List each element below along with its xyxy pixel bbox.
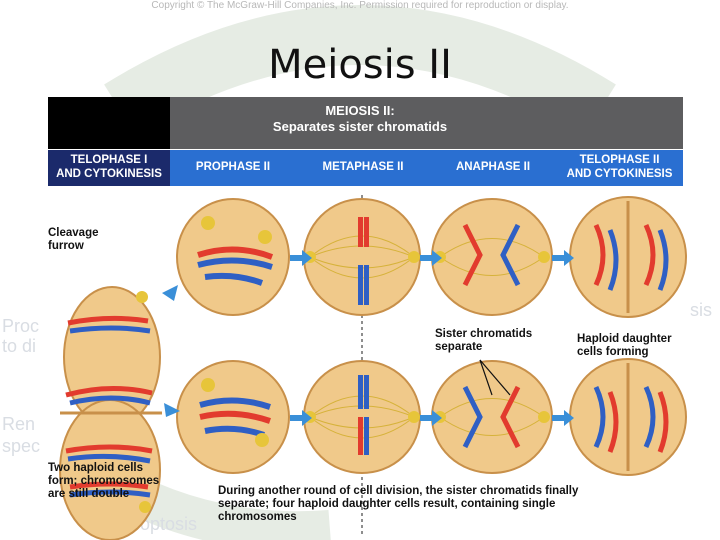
telophase-1-cells	[59, 286, 162, 540]
phase-telophase-1: TELOPHASE I AND CYTOKINESIS	[48, 153, 170, 181]
label-cleavage-furrow: Cleavage furrow	[48, 227, 99, 253]
phase-metaphase-2: METAPHASE II	[322, 161, 404, 173]
metaphase-2-cells	[303, 198, 421, 474]
bg-fragment-spec: spec	[2, 436, 41, 456]
phase-telophase-1-line1: TELOPHASE I	[70, 154, 148, 166]
label-bottom-line2: separate; four haploid daughter cells re…	[218, 498, 556, 510]
header-gray-block	[170, 97, 683, 149]
phase-telophase-1-line2: AND CYTOKINESIS	[56, 168, 162, 180]
label-cleavage-line1: Cleavage	[48, 227, 99, 239]
label-two-cells-line2: form; chromosomes	[48, 475, 160, 487]
telophase-2-cells	[569, 196, 687, 476]
label-haploid-line2: cells forming	[577, 346, 649, 358]
label-two-haploid-cells: Two haploid cells form; chromosomes are …	[48, 462, 159, 501]
label-bottom-caption: During another round of cell division, t…	[218, 485, 578, 524]
label-bottom-line1: During another round of cell division, t…	[218, 485, 579, 497]
bg-fragment-ren: Ren	[2, 414, 36, 434]
bg-fragment-todi: to di	[2, 336, 37, 356]
header-title-line1: MEIOSIS II:	[325, 103, 395, 118]
header-black-block	[48, 97, 178, 149]
copyright-notice: Copyright © The McGraw-Hill Companies, I…	[151, 0, 569, 11]
phase-telophase-2-line1: TELOPHASE II	[579, 154, 660, 166]
label-sister-line2: separate	[435, 341, 483, 353]
header-title-line2: Separates sister chromatids	[272, 119, 448, 134]
meiosis-figure: MEIOSIS II: Separates sister chromatids …	[40, 95, 688, 540]
bg-fragment-proc: Proc	[2, 316, 40, 336]
label-sister-chromatids: Sister chromatids separate	[435, 328, 532, 354]
phase-anaphase-2: ANAPHASE II	[455, 161, 531, 173]
label-two-cells-line1: Two haploid cells	[48, 462, 143, 474]
label-cleavage-line2: furrow	[48, 240, 84, 252]
header-title: MEIOSIS II: Separates sister chromatids	[170, 103, 550, 135]
bg-fragment-sis: sis	[690, 300, 712, 320]
label-bottom-line3: chromosomes	[218, 511, 297, 523]
label-two-cells-line3: are still double	[48, 488, 130, 500]
label-sister-line1: Sister chromatids	[435, 328, 533, 340]
label-haploid-line1: Haploid daughter	[577, 333, 672, 345]
phase-telophase-2-line2: AND CYTOKINESIS	[566, 168, 673, 180]
phase-band-first	[48, 150, 170, 186]
label-haploid-daughter: Haploid daughter cells forming	[577, 333, 672, 359]
prophase-2-cells	[176, 198, 290, 474]
phase-telophase-2: TELOPHASE II AND CYTOKINESIS	[556, 153, 683, 181]
anaphase-2-cells	[431, 198, 553, 474]
cell-illustrations	[59, 195, 687, 540]
slide-title: Meiosis II	[268, 42, 452, 88]
flow-arrows	[162, 250, 574, 426]
phase-prophase-2: PROPHASE II	[195, 161, 271, 173]
